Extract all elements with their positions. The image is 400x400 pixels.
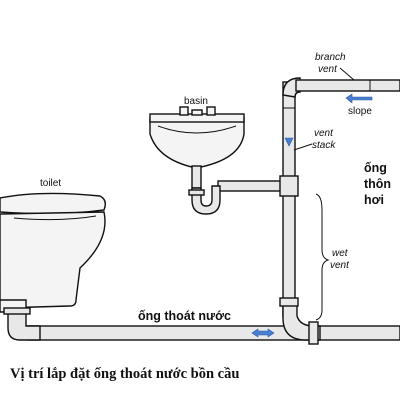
toilet-flange: [7, 311, 41, 341]
vent-stack-label-line1: vent: [314, 128, 334, 139]
branch-vent-label-line2: vent: [318, 64, 338, 75]
vent-pipe-label-line2: thôn: [364, 177, 391, 191]
branch-vent-label-line1: branch: [315, 52, 346, 63]
vent-pipe-label-line3: hơi: [364, 193, 384, 207]
flange-ring: [3, 307, 31, 315]
branch-vent-pipe: [295, 79, 400, 92]
main-drain-pipe: [27, 325, 400, 341]
drain-coupling: [308, 321, 319, 345]
basin: [149, 106, 245, 169]
toilet: [0, 192, 107, 313]
toilet-label: toilet: [40, 178, 61, 189]
branch-vent-leader: [339, 67, 355, 81]
wet-vent-label-line1: wet: [332, 248, 349, 259]
stack-coupling: [279, 297, 299, 307]
vent-stack-label-line2: stack: [312, 140, 336, 151]
sanitary-tee: [279, 175, 299, 197]
vent-stack-leader: [293, 143, 313, 151]
slope-label: slope: [348, 106, 372, 117]
vent-stack-pipe: [282, 81, 296, 318]
diagram-caption: Vị trí lắp đặt ống thoát nước bồn cầu: [10, 366, 240, 382]
drain-flow-arrow: [251, 328, 275, 338]
vent-pipe-label-line1: ống: [364, 161, 387, 175]
basin-arm-pipe: [217, 180, 285, 192]
vent-flow-arrow: [284, 137, 294, 147]
basin-label: basin: [184, 96, 208, 107]
basin-tailpiece: [191, 165, 202, 189]
drain-pipe-label: ống thoát nước: [138, 309, 231, 323]
wet-vent-label-line2: vent: [330, 260, 350, 271]
trap-nut: [188, 189, 205, 196]
wet-vent-bracket: [315, 193, 330, 321]
slope-arrow: [345, 93, 373, 104]
